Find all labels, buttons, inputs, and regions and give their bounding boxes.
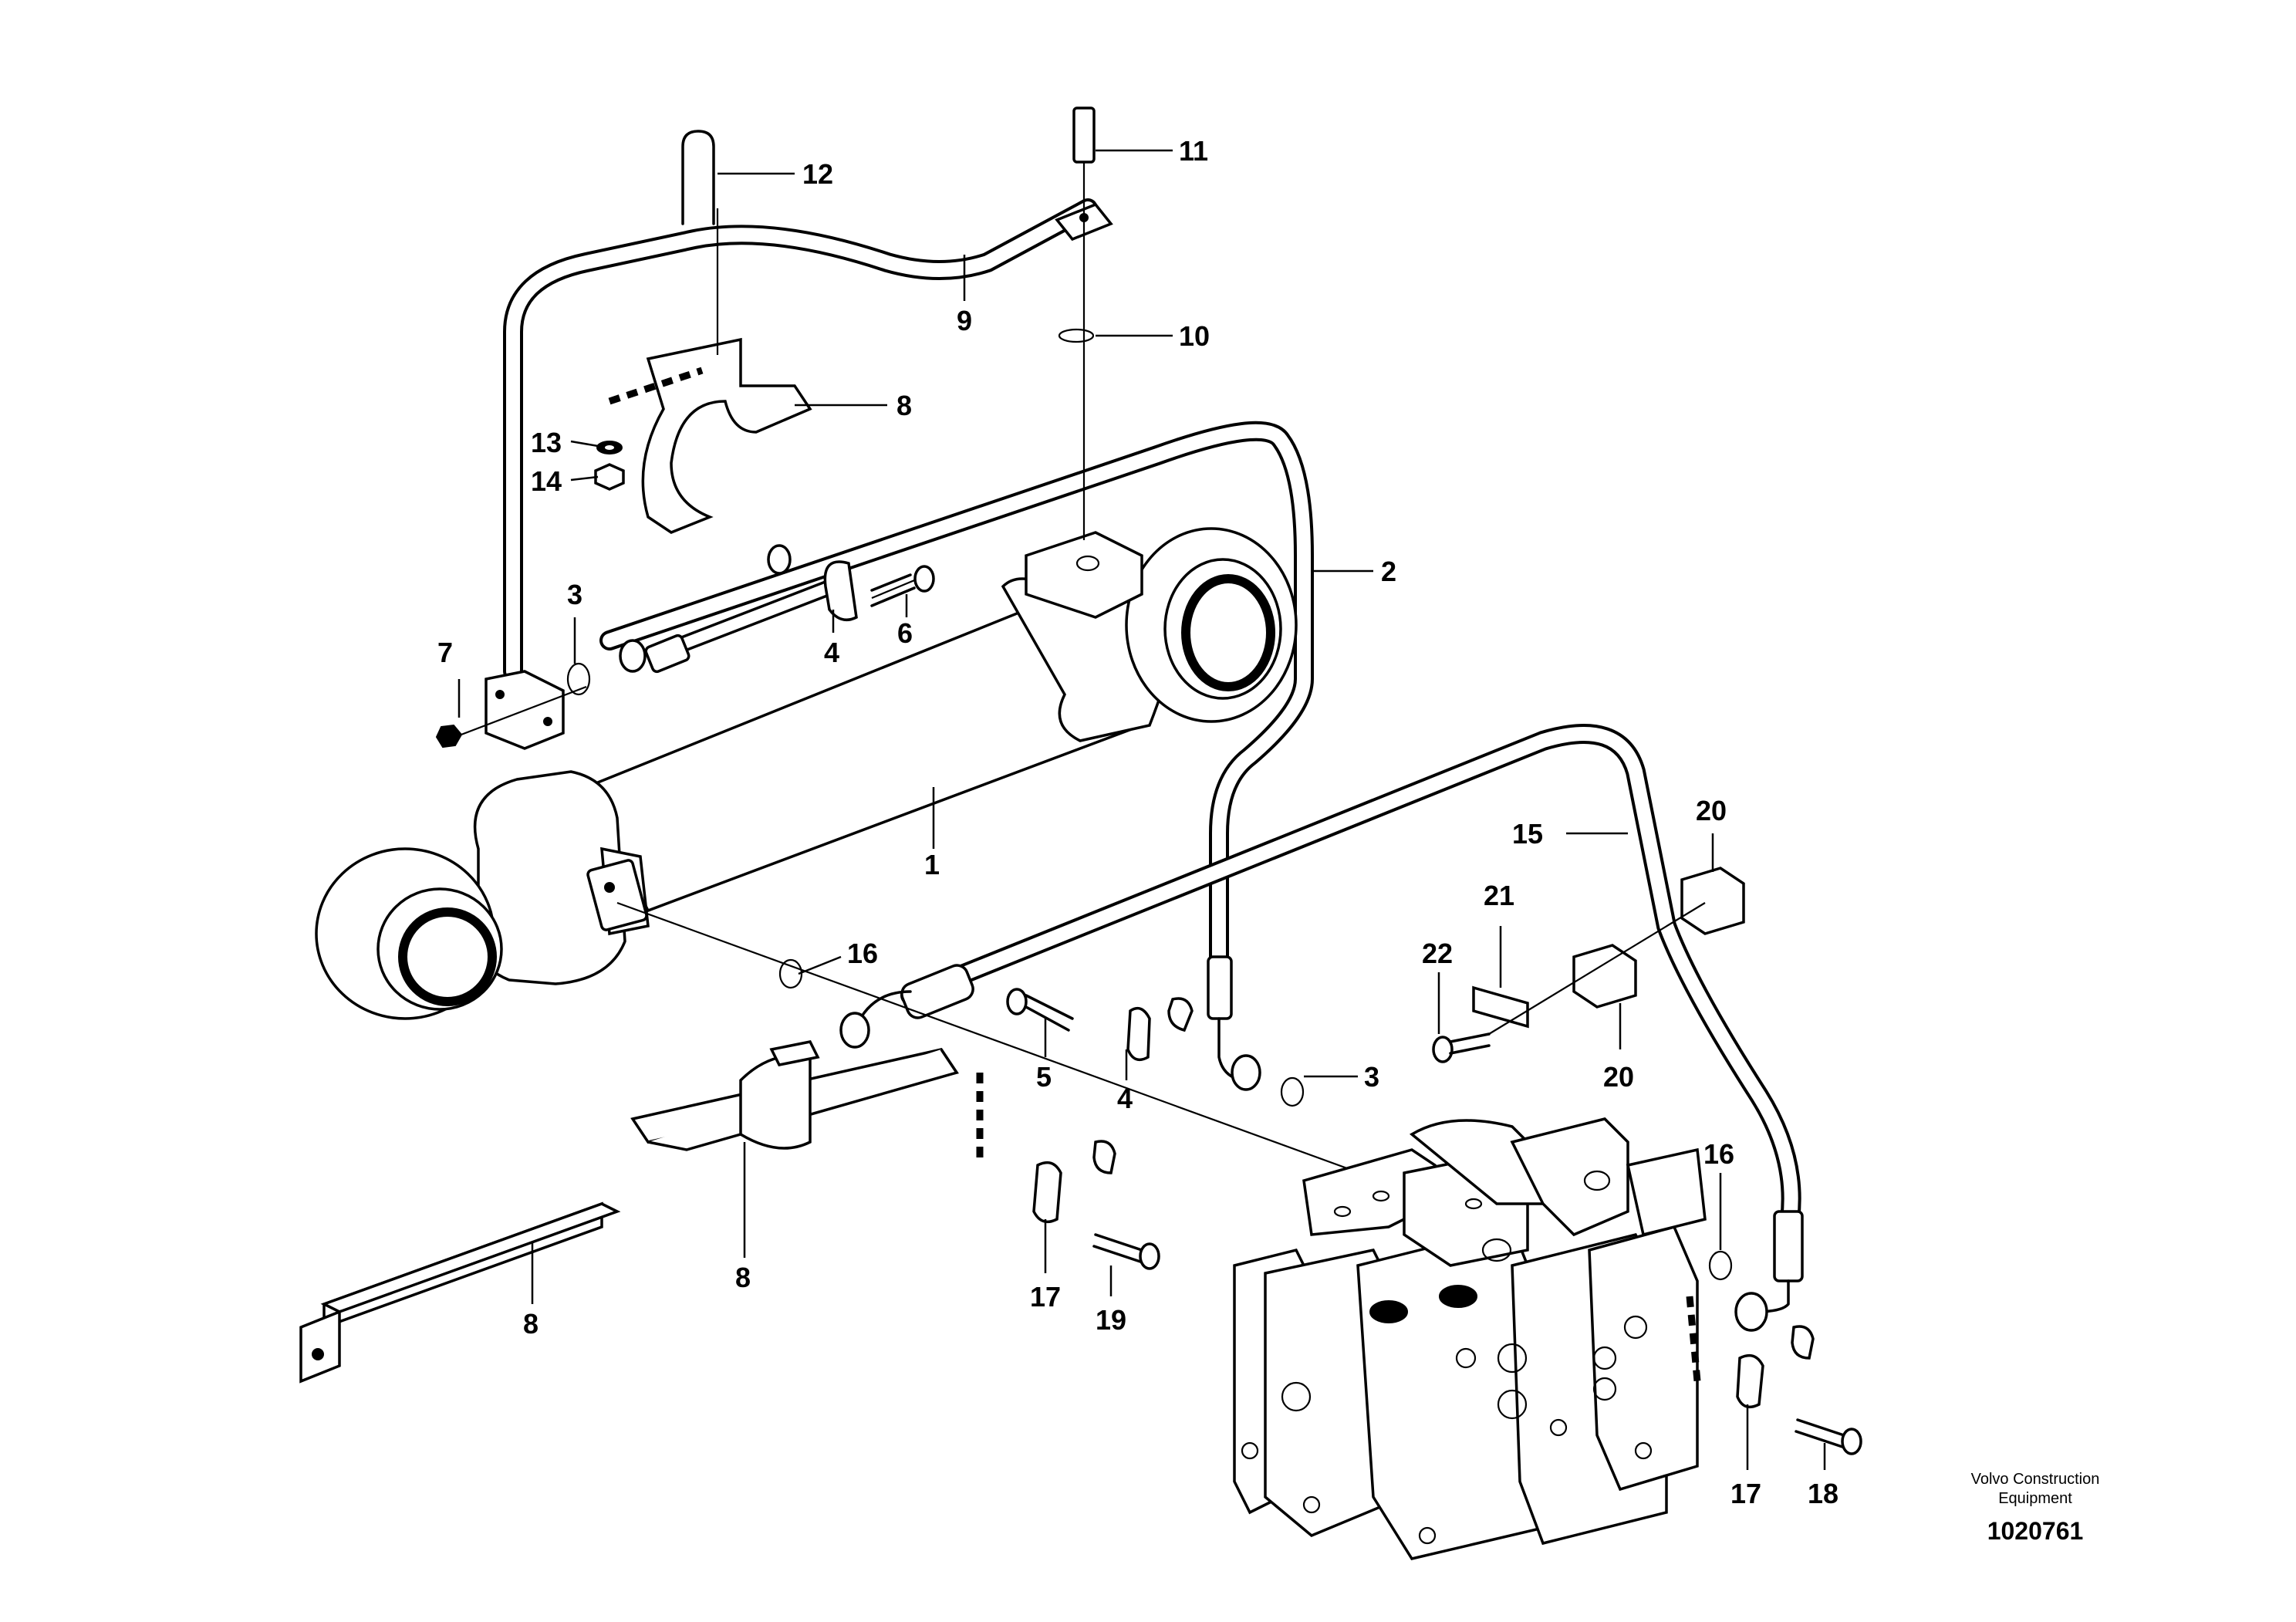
bolt-19	[1092, 1233, 1160, 1270]
callouts: 1 2 3 3 4 4 5 6 7 8 8 8 9 10 11 12 13 14…	[437, 135, 1838, 1509]
callout-3b: 3	[1364, 1061, 1379, 1093]
hose-9	[503, 198, 1098, 681]
callout-18: 18	[1808, 1478, 1838, 1509]
callout-20b: 20	[1603, 1061, 1634, 1093]
clamp-17-right	[1736, 1325, 1815, 1409]
callout-8a: 8	[896, 390, 912, 421]
bolt-22	[1432, 1032, 1491, 1063]
leader-lines	[458, 149, 1826, 1470]
clamp-20-lower	[1572, 944, 1637, 1009]
footer: Volvo Construction Equipment 1020761	[1971, 1471, 2100, 1545]
clamp-20-upper	[1680, 867, 1745, 935]
callout-17a: 17	[1030, 1281, 1061, 1313]
callout-14: 14	[531, 465, 562, 497]
fitting-lower	[1231, 1054, 1261, 1091]
callout-20a: 20	[1696, 795, 1727, 826]
callout-13: 13	[531, 427, 562, 458]
plate-21	[1472, 985, 1529, 1029]
hydraulic-cylinder-1	[315, 527, 1298, 1020]
dash-line-right	[1686, 1296, 1701, 1382]
callout-8b: 8	[735, 1262, 751, 1293]
callout-19: 19	[1096, 1304, 1126, 1336]
callout-3a: 3	[567, 579, 582, 610]
flange-11	[1055, 106, 1113, 540]
nut-14	[594, 463, 625, 491]
callout-15: 15	[1512, 818, 1543, 850]
callout-11: 11	[1179, 135, 1208, 167]
clamp-4-lower	[1126, 997, 1194, 1062]
bolt-18	[1795, 1418, 1862, 1455]
washer-13	[596, 441, 623, 454]
hose-15	[839, 724, 1804, 1332]
bolt-5	[1006, 988, 1074, 1032]
callout-1: 1	[924, 849, 940, 880]
callout-10: 10	[1179, 320, 1210, 352]
callout-12: 12	[802, 158, 833, 190]
brand-line-2: Equipment	[1998, 1490, 2072, 1507]
callout-5: 5	[1036, 1061, 1052, 1093]
clamp-4-upper	[823, 560, 858, 622]
hose-2	[599, 421, 1314, 1082]
flange-7	[435, 670, 587, 750]
rigid-tube	[619, 544, 843, 674]
mounting-line	[616, 901, 1467, 1213]
bolt-6	[870, 565, 935, 607]
callout-7: 7	[437, 637, 453, 668]
bracket-8-upper	[641, 208, 812, 534]
o-ring-16-right	[1708, 1250, 1733, 1281]
o-ring-3-lower	[1280, 1076, 1305, 1107]
callout-4a: 4	[824, 637, 839, 668]
callout-22: 22	[1422, 938, 1453, 969]
callout-16a: 16	[847, 938, 878, 969]
callout-2: 2	[1381, 556, 1396, 587]
callout-17b: 17	[1730, 1478, 1761, 1509]
bar-8	[299, 1201, 621, 1384]
callout-4b: 4	[1117, 1083, 1133, 1114]
callout-21: 21	[1484, 880, 1514, 911]
control-valve-block	[1233, 1117, 1707, 1560]
callout-9: 9	[957, 305, 972, 336]
o-ring-10	[1058, 328, 1095, 343]
brand-line-1: Volvo Construction	[1971, 1471, 2100, 1488]
o-ring-3-upper	[566, 662, 591, 696]
callout-6: 6	[897, 617, 913, 649]
callout-16b: 16	[1703, 1138, 1734, 1170]
u-bolt-12	[681, 130, 715, 225]
callout-8c: 8	[523, 1308, 539, 1340]
dash-bracket-8-upper	[608, 367, 704, 405]
alignment-line-20	[1488, 902, 1706, 1035]
bracket-8-lower	[630, 1040, 959, 1151]
drawing-number: 1020761	[1987, 1517, 2084, 1545]
o-ring-16-left	[778, 958, 803, 989]
clamp-17-left	[1032, 1140, 1116, 1224]
